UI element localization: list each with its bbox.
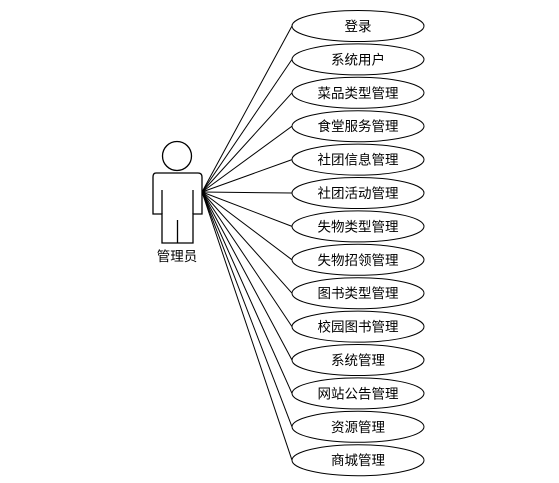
association-line — [201, 191, 293, 427]
use-case: 菜品类型管理 — [291, 76, 425, 109]
use-case-ellipse — [291, 43, 425, 76]
use-case-ellipse — [291, 277, 425, 310]
use-case: 社团活动管理 — [291, 177, 425, 209]
association-line — [201, 191, 293, 361]
actor-label: 管理员 — [157, 249, 198, 265]
use-case: 图书类型管理 — [291, 277, 425, 310]
association-line — [201, 125, 293, 193]
use-case-label: 网站公告管理 — [318, 386, 399, 402]
use-case-label: 失物招领管理 — [318, 253, 399, 269]
use-case: 失物类型管理 — [291, 210, 425, 243]
association-line — [201, 59, 293, 193]
actor-head — [161, 140, 193, 172]
use-case: 登录 — [291, 10, 425, 42]
use-case-ellipse — [291, 10, 425, 42]
use-case: 系统管理 — [291, 344, 425, 376]
actor-figure: 管理员 — [152, 140, 203, 265]
use-case: 资源管理 — [291, 410, 425, 443]
use-case-label: 社团活动管理 — [318, 186, 399, 202]
association-line — [201, 191, 293, 294]
use-case-label: 系统用户 — [331, 51, 385, 68]
use-case: 网站公告管理 — [291, 377, 425, 410]
use-case: 商城管理 — [291, 444, 425, 477]
use-case: 校园图书管理 — [291, 310, 425, 343]
use-case-ellipse — [291, 344, 425, 376]
use-case-label: 资源管理 — [331, 420, 385, 436]
use-case-list: 登录系统用户菜品类型管理食堂服务管理社团信息管理社团活动管理失物类型管理失物招领… — [291, 10, 425, 477]
use-case-label: 商城管理 — [331, 453, 385, 469]
use-case-label: 登录 — [345, 19, 372, 35]
use-case: 系统用户 — [291, 43, 425, 76]
association-line — [201, 191, 293, 394]
use-case-label: 校园图书管理 — [318, 319, 399, 336]
association-line — [201, 191, 293, 194]
use-case-ellipse — [291, 444, 425, 477]
use-case-ellipse — [291, 377, 425, 410]
association-line — [201, 191, 293, 461]
use-case-ellipse — [291, 410, 425, 443]
association-line — [201, 159, 293, 193]
association-line — [201, 25, 293, 193]
association-line — [201, 191, 293, 261]
use-case-label: 食堂服务管理 — [318, 118, 399, 135]
association-line — [201, 191, 293, 327]
use-case-ellipse — [291, 310, 425, 343]
use-case: 失物招领管理 — [291, 243, 425, 276]
use-case-ellipse — [291, 143, 425, 176]
use-case-label: 社团信息管理 — [318, 152, 399, 169]
use-case: 食堂服务管理 — [291, 110, 425, 143]
use-case-ellipse — [291, 243, 425, 276]
use-case-ellipse — [291, 210, 425, 243]
use-case-label: 系统管理 — [331, 353, 385, 369]
use-case-label: 图书类型管理 — [318, 286, 399, 302]
association-line — [201, 92, 293, 193]
use-case-ellipse — [291, 177, 425, 209]
use-case-label: 菜品类型管理 — [318, 86, 399, 102]
association-line — [201, 191, 293, 227]
association-lines — [201, 25, 293, 461]
use-case-ellipse — [291, 110, 425, 143]
use-case-ellipse — [291, 76, 425, 109]
use-case-label: 失物类型管理 — [318, 219, 399, 235]
actor-body — [152, 172, 203, 244]
use-case: 社团信息管理 — [291, 143, 425, 176]
